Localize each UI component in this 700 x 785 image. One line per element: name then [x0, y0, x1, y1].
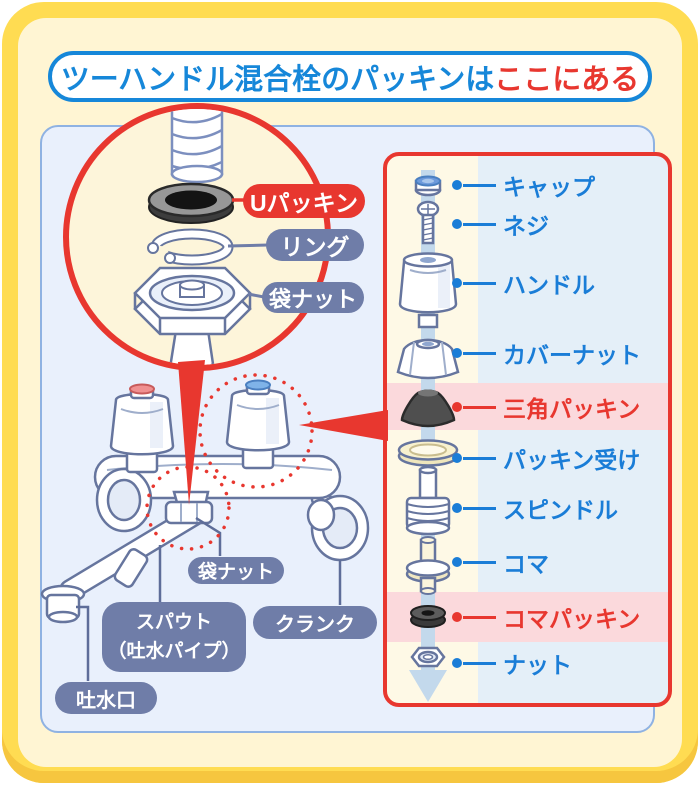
bag-nut-magnifier-label: 袋ナット — [268, 286, 357, 312]
label-pill-crank: クランク — [253, 606, 377, 639]
spout-label-line2: （吐水パイプ） — [107, 641, 241, 662]
part-label-cover-nut: カバーナット — [452, 339, 641, 368]
part-label: コマ — [503, 551, 549, 577]
leader-dot — [452, 402, 462, 412]
leader-line — [463, 560, 496, 564]
part-label: コマパッキン — [503, 606, 641, 632]
crank-label: クランク — [275, 614, 355, 636]
label-pill-u-packing: Uパッキン — [243, 184, 365, 218]
title-text-accent: ここにある — [494, 63, 640, 96]
title-banner: ツーハンドル混合栓のパッキンはここにある — [48, 51, 652, 102]
leader-line — [463, 222, 496, 226]
leader-line — [463, 405, 496, 409]
label-pill-bag-nut-magnifier: 袋ナット — [262, 282, 364, 313]
leader-dot — [452, 658, 462, 668]
part-label-spindle: スピンドル — [452, 494, 618, 523]
leader-line — [463, 506, 496, 510]
leader-dot — [452, 180, 462, 190]
leader-dot — [452, 557, 462, 567]
spout-label-line1: スパウト — [135, 611, 212, 633]
leader-line — [463, 183, 496, 187]
label-pill-ring: リング — [266, 229, 364, 261]
outlet-label: 吐水口 — [76, 689, 136, 712]
part-label: スピンドル — [503, 497, 618, 523]
part-label-koma: コマ — [452, 548, 549, 577]
u-packing-label: Uパッキン — [250, 190, 358, 216]
part-label: ネジ — [503, 213, 549, 239]
part-label: ナット — [503, 652, 572, 678]
leader-dot — [452, 453, 462, 463]
leader-dot — [452, 278, 462, 288]
leader-dot — [452, 612, 462, 622]
part-label-handle: ハンドル — [452, 269, 595, 298]
label-pill-outlet: 吐水口 — [55, 682, 157, 714]
leader-dot — [452, 348, 462, 358]
leader-line — [463, 661, 496, 665]
part-label-screw: ネジ — [452, 210, 549, 239]
title-text-main: ツーハンドル混合栓のパッキンは — [60, 63, 495, 96]
leader-line — [463, 456, 496, 460]
part-label-triangle-packing: 三角パッキン — [452, 393, 641, 422]
part-label: カバーナット — [503, 342, 641, 368]
part-label-packing-receiver: パッキン受け — [452, 444, 641, 473]
leader-line — [463, 351, 496, 355]
part-label-cap: キャップ — [452, 171, 595, 200]
part-label: 三角パッキン — [503, 396, 641, 422]
part-label-koma-packing: コマパッキン — [452, 603, 641, 632]
leader-line — [463, 615, 496, 619]
bag-nut-label: 袋ナット — [197, 562, 274, 583]
part-label: ハンドル — [503, 272, 595, 298]
leader-line — [463, 281, 496, 285]
label-pill-bag-nut: 袋ナット — [188, 557, 284, 584]
part-label: パッキン受け — [503, 447, 641, 473]
ring-label: リング — [280, 234, 350, 260]
leader-dot — [452, 503, 462, 513]
leader-dot — [452, 219, 462, 229]
part-label: キャップ — [503, 174, 595, 200]
label-pill-spout: スパウト （吐水パイプ） — [102, 602, 246, 672]
part-label-nut: ナット — [452, 649, 572, 678]
